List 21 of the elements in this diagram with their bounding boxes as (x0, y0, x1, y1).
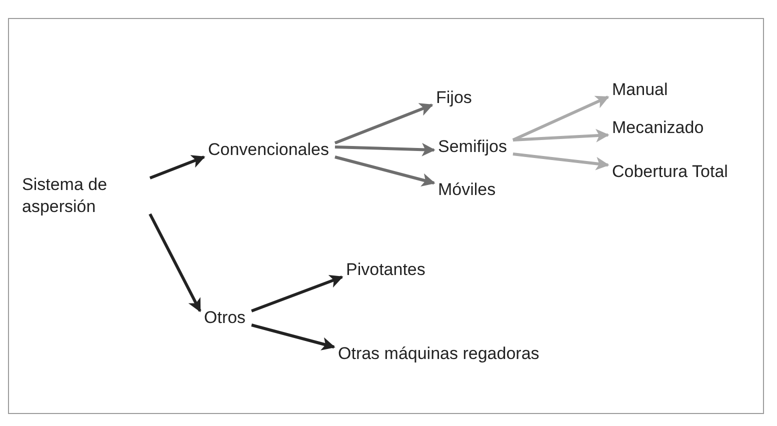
node-label: Convencionales (208, 139, 329, 161)
arrow (251, 324, 336, 350)
arrow (512, 152, 610, 170)
node-label: Pivotantes (346, 259, 426, 281)
node-label: Otros (204, 307, 246, 329)
node-label: Semifijos (438, 136, 507, 158)
node-label: Cobertura Total (612, 161, 728, 183)
node-label: Manual (612, 79, 668, 101)
node-label: Móviles (438, 179, 496, 201)
node-label: Sistema de aspersión (22, 174, 144, 218)
arrow (149, 155, 206, 180)
node-label: Mecanizado (612, 117, 704, 139)
node-label: Otras máquinas regadoras (338, 343, 540, 365)
node-label: Fijos (436, 87, 472, 109)
arrow (334, 156, 436, 186)
arrow (334, 142, 436, 156)
arrow (512, 128, 610, 142)
arrow (148, 213, 202, 312)
arrow (251, 274, 344, 312)
arrow (334, 103, 434, 144)
arrow (512, 96, 610, 142)
